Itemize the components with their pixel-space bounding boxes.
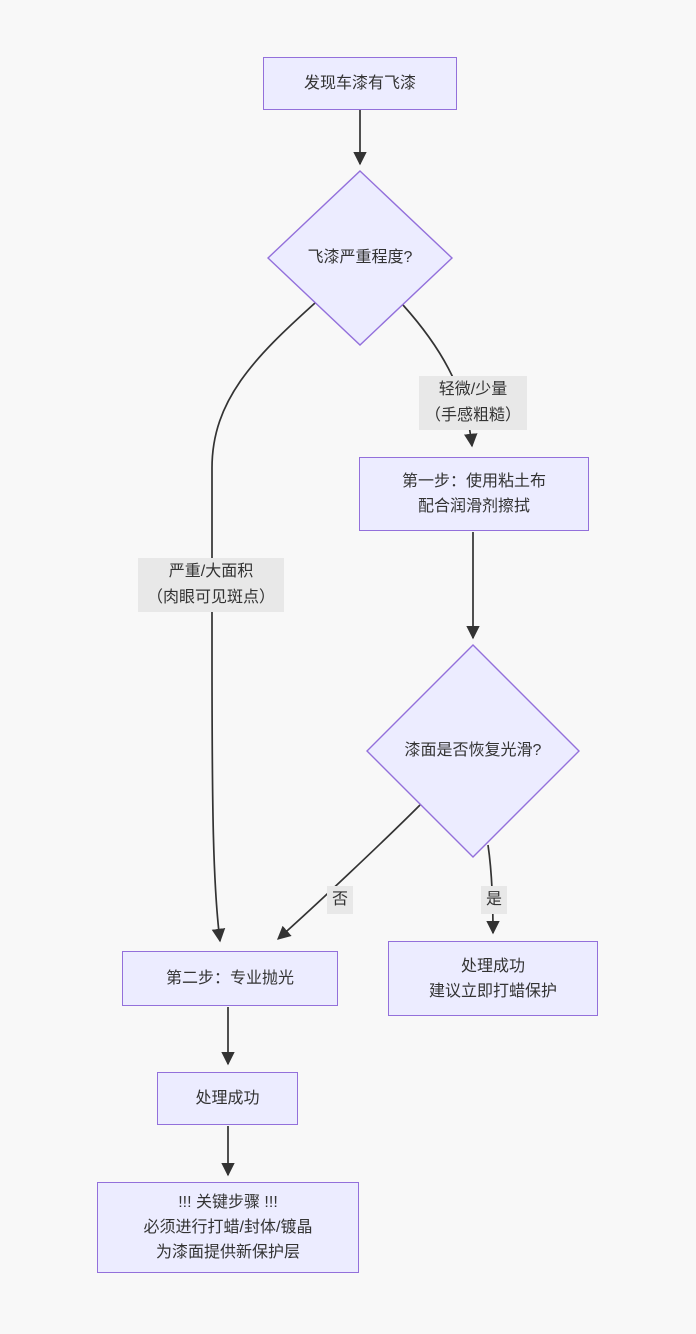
- edge-label-light: 轻微/少量 （手感粗糙）: [419, 376, 527, 430]
- node-step1-line2: 配合润滑剂擦拭: [417, 498, 530, 515]
- node-success-wax-line2: 建议立即打蜡保护: [428, 982, 557, 1000]
- edge-label-light-line2: （手感粗糙）: [424, 407, 521, 424]
- node-success-wax-line1: 处理成功: [460, 957, 525, 975]
- node-critical-line2: 必须进行打蜡/封体/镀晶: [143, 1219, 313, 1236]
- edge-label-severe-line2: （肉眼可见斑点）: [146, 589, 275, 606]
- edge-label-light-line1: 轻微/少量: [438, 381, 508, 398]
- edge-label-severe: 严重/大面积 （肉眼可见斑点）: [138, 558, 284, 612]
- node-start-label: 发现车漆有飞漆: [303, 75, 416, 92]
- node-start: 发现车漆有飞漆: [263, 57, 457, 110]
- decision-diamond-smooth: [366, 644, 580, 858]
- node-success-label: 处理成功: [195, 1090, 260, 1107]
- edge-label-yes: 是: [481, 886, 507, 914]
- node-critical-line3: 为漆面提供新保护层: [155, 1244, 300, 1261]
- node-step1-line1: 第一步：使用粘土布: [401, 473, 546, 490]
- edge-severity-to-step2: [211, 302, 316, 943]
- decision-severity-label: 飞漆严重程度?: [307, 249, 413, 266]
- edge-smooth-no-to-step2: [276, 804, 421, 940]
- edge-label-no: 否: [327, 886, 353, 914]
- edge-label-severe-line1: 严重/大面积: [168, 563, 254, 580]
- node-success-wax: 处理成功 建议立即打蜡保护: [388, 941, 598, 1016]
- node-success: 处理成功: [157, 1072, 298, 1125]
- node-step1: 第一步：使用粘土布 配合润滑剂擦拭: [359, 457, 589, 531]
- node-critical: !!! 关键步骤 !!! 必须进行打蜡/封体/镀晶 为漆面提供新保护层: [97, 1182, 359, 1273]
- node-critical-line1: !!! 关键步骤 !!!: [178, 1194, 278, 1211]
- node-step2-label: 第二步：专业抛光: [165, 970, 294, 987]
- decision-smooth-label: 漆面是否恢复光滑?: [404, 742, 542, 759]
- node-step2: 第二步：专业抛光: [122, 951, 338, 1006]
- decision-diamond-severity: [266, 170, 454, 346]
